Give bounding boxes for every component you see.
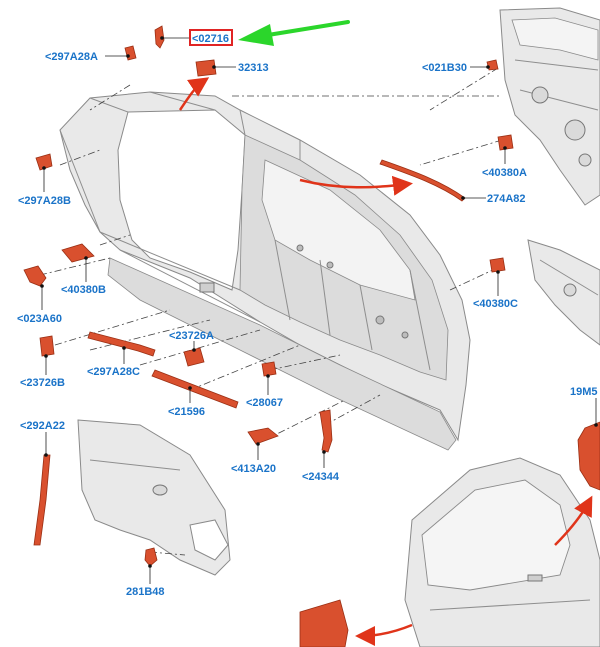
tailgate-panel — [404, 457, 600, 647]
part-40380B — [61, 243, 95, 263]
label-297A28B[interactable]: <297A28B — [18, 195, 71, 207]
label-274A82[interactable]: 274A82 — [487, 193, 526, 205]
part-297A28C — [87, 331, 156, 357]
part-21596 — [151, 369, 239, 409]
part-labels: <02716 <297A28A 32313 <021B30 <297A28B <… — [17, 33, 598, 598]
label-28067[interactable]: <28067 — [246, 397, 283, 409]
label-297A28C[interactable]: <297A28C — [87, 366, 140, 378]
label-40380B[interactable]: <40380B — [61, 284, 106, 296]
label-02716[interactable]: <02716 — [192, 33, 229, 45]
label-40380A[interactable]: <40380A — [482, 167, 527, 179]
part-023A60 — [23, 265, 47, 287]
body-side-structure — [59, 91, 471, 451]
label-21596[interactable]: <21596 — [168, 406, 205, 418]
label-32313[interactable]: 32313 — [238, 62, 269, 74]
highlight-box — [189, 29, 233, 46]
label-19M5[interactable]: 19M5 — [570, 386, 598, 398]
label-297A28A[interactable]: <297A28A — [45, 51, 98, 63]
part-292A22 — [33, 454, 51, 546]
green-pointer-arrow-icon — [238, 20, 350, 46]
part-23726B — [39, 335, 55, 357]
part-281B48 — [144, 547, 158, 567]
label-281B48[interactable]: 281B48 — [126, 586, 165, 598]
label-413A20[interactable]: <413A20 — [231, 463, 276, 475]
front-door-panel — [499, 7, 600, 206]
part-297A28A — [124, 45, 137, 61]
label-40380C[interactable]: <40380C — [473, 298, 518, 310]
part-40380C — [489, 257, 506, 273]
part-02716 — [154, 25, 165, 49]
label-23726B[interactable]: <23726B — [20, 377, 65, 389]
leader-lines — [40, 36, 598, 584]
red-curved-arrow-icon — [178, 77, 593, 646]
part-28067 — [261, 361, 277, 377]
part-297A28B — [35, 153, 53, 171]
part-tailgate-corner — [299, 599, 349, 647]
part-413A20 — [247, 427, 279, 445]
label-023A60[interactable]: <023A60 — [17, 313, 62, 325]
part-32313 — [195, 59, 217, 77]
assembly-lines — [39, 67, 503, 556]
label-292A22[interactable]: <292A22 — [20, 420, 65, 432]
part-24344 — [319, 409, 333, 453]
label-23726A[interactable]: <23726A — [169, 330, 214, 342]
rear-door-inner-panel — [527, 239, 600, 346]
replacement-parts — [23, 25, 600, 647]
label-021B30[interactable]: <021B30 — [422, 62, 467, 74]
front-fender-panel — [77, 419, 231, 576]
part-19M5 — [577, 421, 600, 491]
part-40380A — [497, 134, 514, 151]
label-24344[interactable]: <24344 — [302, 471, 340, 483]
part-274A82 — [379, 159, 466, 202]
